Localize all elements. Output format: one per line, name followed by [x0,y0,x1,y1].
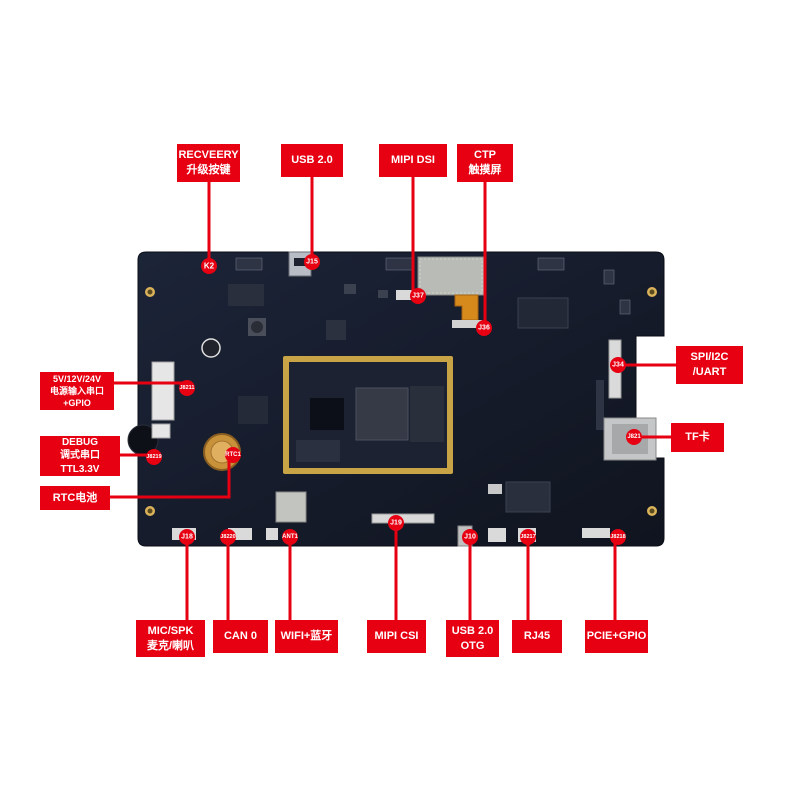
marker-j8217: J8217 [520,529,536,545]
marker-j10: J10 [462,529,478,545]
marker-rtc1-label: RTC1 [225,452,241,458]
label-tf-line1: TF卡 [685,431,710,444]
label-rtc-battery: RTC电池 [40,486,110,510]
label-mipi-dsi: MIPI DSI [379,144,447,177]
marker-j8218: J8218 [610,529,626,545]
marker-j8220: J8220 [220,529,236,545]
soc-chip [355,387,409,441]
label-mic-line2: 麦克/喇叭 [146,639,195,652]
leader-lines [110,177,676,620]
label-ctp-line1: CTP [474,149,496,162]
marker-j19-label: J19 [390,520,402,527]
label-recovery-line2: 升级按键 [186,164,231,176]
label-pcie-gpio: PCIE+GPIO [585,620,648,653]
marker-j36-label: J36 [478,325,490,332]
marker-j8219: J8219 [146,449,162,465]
label-debug-line2: 调式串口 [60,450,100,462]
label-ctp: CTP 触摸屏 [457,144,513,182]
label-mipi-dsi-line1: MIPI DSI [390,154,435,167]
marker-dots: K2 J15 J37 J36 J34 J821 J8211 J8219 RTC1… [146,254,642,545]
label-debug-line1: DEBUG [61,436,99,448]
marker-j10-label: J10 [464,534,476,541]
label-usb-otg-line2: OTG [460,639,485,652]
marker-j8217-label: J8217 [520,534,535,540]
label-usb-otg-line1: USB 2.0 [451,624,494,637]
label-ctp-line2: 触摸屏 [468,164,502,176]
marker-j37: J37 [410,288,426,304]
power-connector [151,361,175,421]
label-debug: DEBUG 调式串口 TTL3.3V [40,436,120,476]
label-power-input: 5V/12V/24V 电源输入串口 +GPIO [40,372,114,410]
marker-j821: J821 [626,429,642,445]
capacitor [201,338,221,358]
marker-j8211-label: J8211 [180,385,195,391]
marker-k2-label: K2 [204,262,215,271]
pcie-connector [582,528,610,538]
marker-j15-label: J15 [306,259,318,266]
label-tf-card: TF卡 [671,423,724,452]
label-recovery: RECVEERY 升级按键 [177,144,240,182]
label-power-line3: +GPIO [63,398,91,409]
label-mic-spk: MIC/SPK 麦克/喇叭 [136,620,205,657]
label-rj45: RJ45 [512,620,562,653]
label-debug-line3: TTL3.3V [60,463,100,475]
label-wifi-line1: WIFI+蓝牙 [280,630,333,643]
marker-j821-label: J821 [627,434,641,440]
marker-k2: K2 [201,258,217,274]
label-can-line1: CAN 0 [223,630,257,643]
marker-j18: J18 [179,529,195,545]
label-mipi-csi-line1: MIPI CSI [374,630,419,643]
rj45-connector [488,528,506,542]
marker-j36: J36 [476,320,492,336]
marker-j15: J15 [304,254,320,270]
marker-j8211: J8211 [179,380,195,396]
label-wifi-bt: WIFI+蓝牙 [275,620,338,653]
label-power-line1: 5V/12V/24V [52,373,102,384]
wifi-module [275,491,307,523]
label-spi-line2: /UART [692,366,727,378]
label-usb20-line1: USB 2.0 [291,154,333,167]
marker-j34: J34 [610,357,626,373]
marker-j18-label: J18 [181,534,193,541]
label-rj45-line1: RJ45 [523,630,551,643]
label-mipi-csi: MIPI CSI [367,620,426,653]
label-usb-otg: USB 2.0 OTG [446,620,499,657]
label-can0: CAN 0 [213,620,268,653]
label-recovery-line1: RECVEERY [178,149,239,162]
label-spi-line1: SPI/I2C [690,351,729,364]
marker-j8220-label: J8220 [220,534,235,540]
marker-ant1-label: ANT1 [282,534,298,540]
marker-j34-label: J34 [612,362,624,369]
label-pcie-line1: PCIE+GPIO [586,630,647,643]
label-usb20: USB 2.0 [281,144,343,177]
label-mic-line1: MIC/SPK [147,624,194,637]
marker-ant1: ANT1 [282,529,298,545]
components [228,284,604,513]
marker-j8218-label: J8218 [610,534,625,540]
label-rtc-line1: RTC电池 [52,491,98,504]
marker-rtc1: RTC1 [225,447,241,463]
top-edge-connectors [235,257,631,315]
label-power-line2: 电源输入串口 [49,385,104,396]
marker-j37-label: J37 [412,293,424,300]
marker-j19: J19 [388,515,404,531]
label-spi-i2c-uart: SPI/I2C /UART [676,346,743,384]
marker-j8219-label: J8219 [146,454,161,460]
mipi-dsi-shield [417,256,485,296]
mounting-holes [145,287,657,516]
